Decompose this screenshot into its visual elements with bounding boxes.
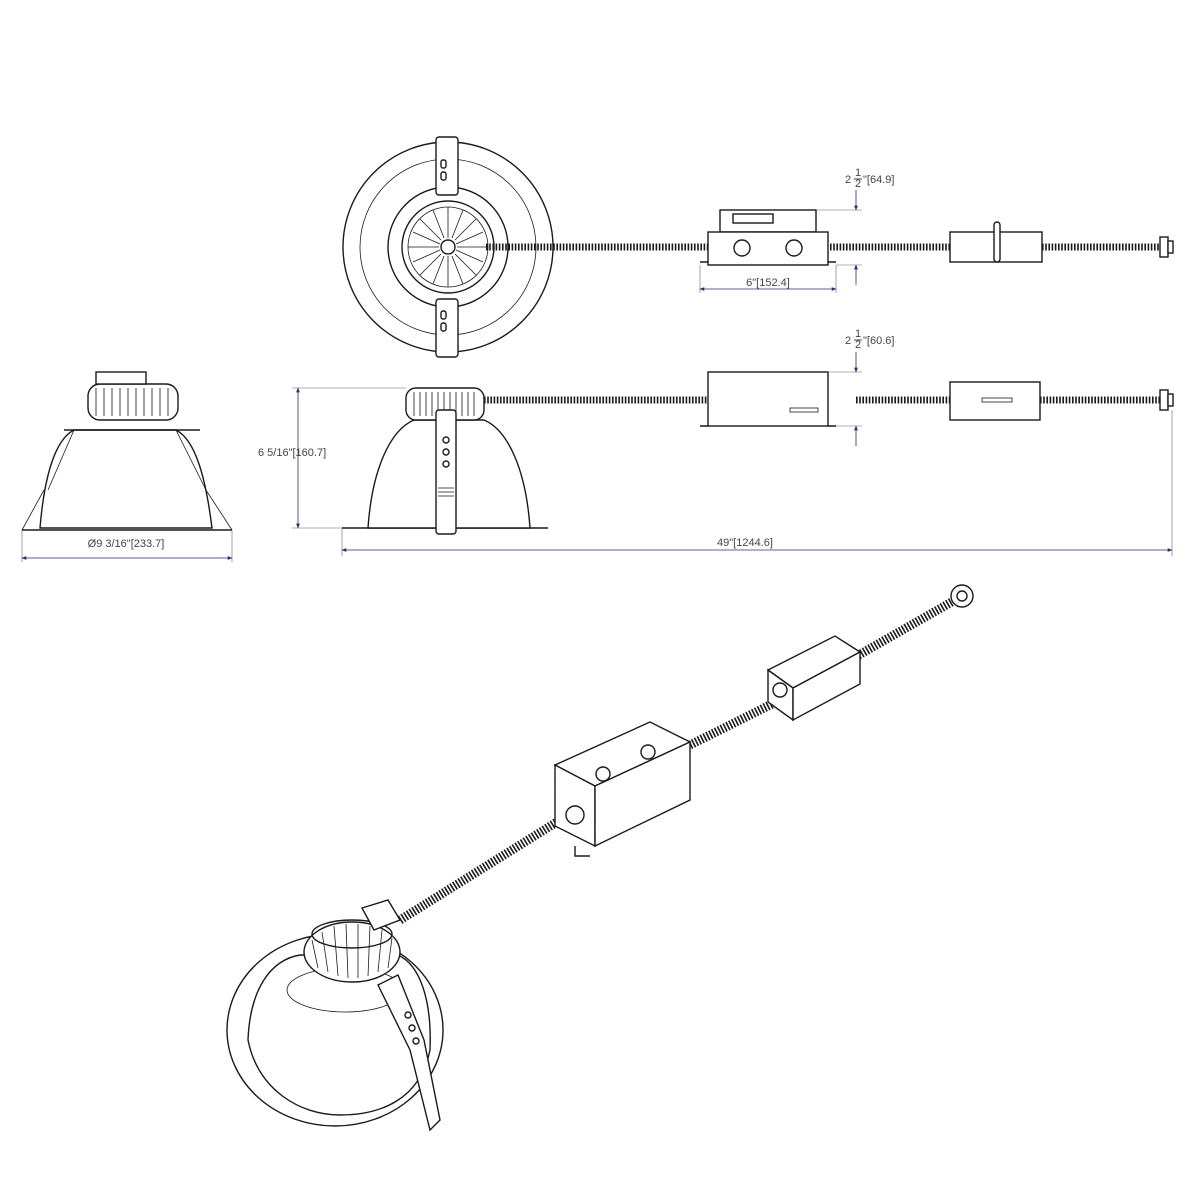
junction-box-side	[707, 371, 829, 427]
dim-top-height: 2 1 2 "[64.9]	[816, 167, 894, 285]
driver-box-side	[949, 381, 1041, 421]
reflector-cone-front	[39, 429, 213, 529]
conduit-iso-middle	[687, 695, 783, 750]
dim-side-height-den: 2	[855, 339, 861, 351]
side-view	[342, 371, 1174, 535]
isometric-view	[226, 584, 974, 1132]
heatsink-front	[87, 383, 179, 421]
dim-side-height-whole: 2	[845, 335, 851, 347]
bracket-side	[435, 409, 457, 535]
dim-trim-diameter-label: Ø9 3/16"[233.7]	[88, 538, 165, 550]
dim-top-height-whole: 2	[845, 174, 851, 186]
dim-top-height-rest: "[64.9]	[863, 174, 894, 186]
connector-front	[95, 371, 147, 385]
bracket-iso	[377, 974, 441, 1132]
dim-overall-height: 6 5/16"[160.7]	[258, 387, 406, 529]
end-connector-top	[1159, 236, 1169, 258]
dim-box-length-label: 6"[152.4]	[746, 277, 790, 289]
dim-top-height-den: 2	[855, 178, 861, 190]
dim-trim-diameter: Ø9 3/16"[233.7]	[21, 530, 233, 562]
heatsink-iso	[303, 921, 401, 983]
front-view	[21, 371, 233, 531]
dim-overall-length: 49"[1244.6]	[341, 410, 1173, 556]
dim-overall-height-label: 6 5/16"[160.7]	[258, 447, 326, 459]
dim-side-height-rest: "[60.6]	[863, 335, 894, 347]
heatsink-fins	[408, 207, 488, 287]
junction-box-label	[732, 213, 774, 224]
dim-side-height-num: 1	[855, 328, 861, 340]
conduit-iso-upper	[847, 596, 958, 664]
dim-top-height-num: 1	[855, 167, 861, 179]
top-view	[342, 136, 1174, 358]
dim-overall-length-label: 49"[1244.6]	[717, 537, 773, 549]
conduit-iso-lower	[397, 816, 563, 924]
bottom-bracket	[435, 298, 459, 358]
end-connector-side	[1159, 389, 1169, 411]
dim-side-height: 2 1 2 "[60.6]	[828, 328, 894, 446]
heatsink-hub	[440, 239, 456, 255]
top-bracket	[435, 136, 459, 196]
end-connector-iso	[950, 584, 974, 608]
junction-box-top	[707, 231, 829, 266]
dim-box-length: 6"[152.4]	[699, 265, 837, 293]
